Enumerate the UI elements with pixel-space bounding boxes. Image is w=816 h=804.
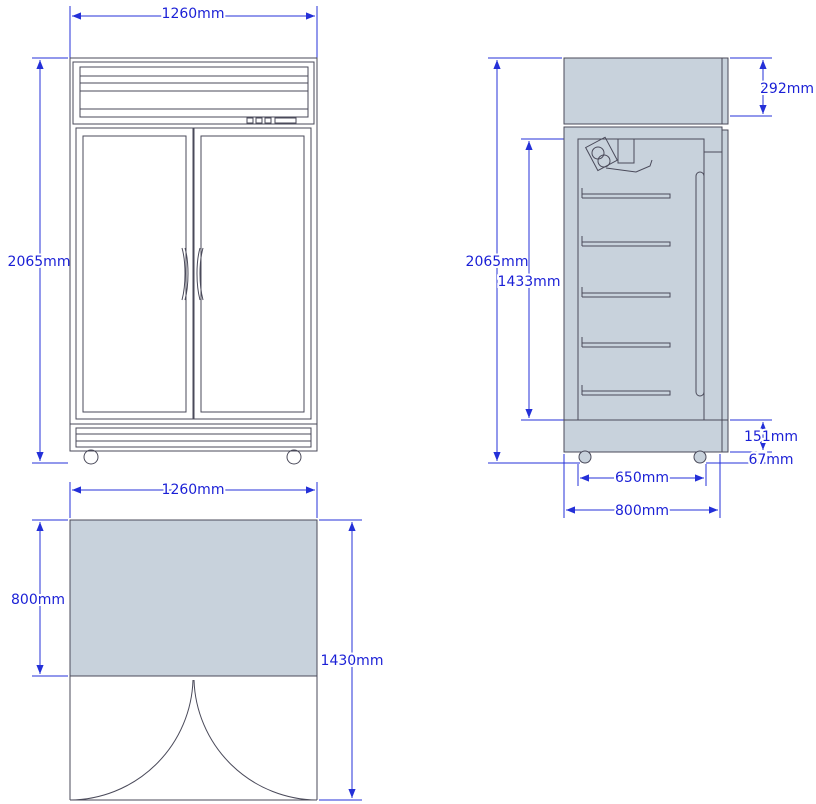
front-height-dimension: 2065mm bbox=[6, 57, 72, 464]
front-base-grille bbox=[69, 423, 318, 452]
front-left-castor bbox=[83, 449, 99, 465]
plan-view: 1260mm 800mm 1430mm bbox=[9, 480, 385, 801]
front-control-panel bbox=[246, 117, 297, 124]
front-width-dimension: 1260mm bbox=[69, 4, 318, 58]
side-base bbox=[563, 419, 723, 453]
side-height-dimension: 2065mm bbox=[464, 57, 580, 464]
front-right-door bbox=[193, 127, 312, 420]
side-inner-height-label: 1433mm bbox=[498, 274, 561, 290]
plan-door-swing-label: 1430mm bbox=[321, 653, 384, 669]
side-fan-unit bbox=[584, 136, 653, 173]
side-base-label: 151mm bbox=[744, 429, 798, 445]
front-width-label: 1260mm bbox=[162, 6, 225, 22]
plan-door-swing bbox=[69, 676, 318, 801]
side-top-label: 292mm bbox=[760, 81, 814, 97]
plan-width-dimension: 1260mm bbox=[69, 480, 318, 518]
side-top-dimension: 292mm bbox=[730, 57, 816, 117]
plan-cabinet-footprint bbox=[69, 519, 318, 677]
front-left-door bbox=[75, 127, 194, 420]
side-cabinet-body bbox=[563, 126, 723, 423]
side-inner-depth-label: 650mm bbox=[615, 470, 669, 486]
side-inner-height-dimension: 1433mm bbox=[496, 138, 566, 421]
side-depth-dimension: 800mm bbox=[563, 454, 721, 521]
plan-door-swing-dimension: 1430mm bbox=[319, 519, 385, 801]
side-height-label: 2065mm bbox=[466, 254, 529, 270]
side-view: 2065mm 1433mm bbox=[464, 57, 816, 521]
plan-depth-label: 800mm bbox=[11, 592, 65, 608]
side-canopy bbox=[563, 57, 723, 125]
front-height-label: 2065mm bbox=[8, 254, 71, 270]
front-view: 1260mm 2065mm bbox=[6, 4, 318, 465]
plan-depth-dimension: 800mm bbox=[9, 519, 68, 677]
front-canopy bbox=[72, 61, 315, 125]
plan-width-label: 1260mm bbox=[162, 482, 225, 498]
side-wheel-label: 67mm bbox=[748, 452, 793, 468]
side-door-edge bbox=[721, 129, 729, 423]
side-shelves bbox=[581, 188, 671, 396]
side-base-dimension: 151mm bbox=[730, 419, 800, 453]
side-front-castor bbox=[578, 450, 592, 464]
side-inner-depth-dimension: 650mm bbox=[577, 464, 707, 488]
side-wheel-dimension: 67mm bbox=[706, 450, 796, 470]
side-rear-castor bbox=[693, 450, 707, 464]
side-depth-label: 800mm bbox=[615, 503, 669, 519]
front-right-castor bbox=[286, 449, 302, 465]
